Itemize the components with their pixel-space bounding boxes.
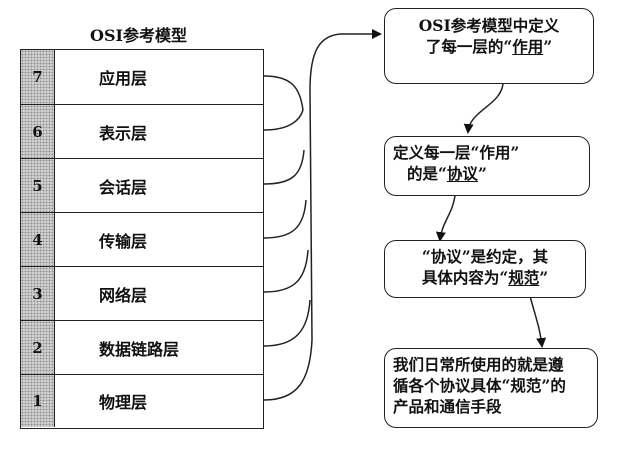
main-arrow [309, 29, 382, 341]
layer-1: 1 物理层 [21, 374, 263, 427]
box-line: “协议”是约定，其 [421, 247, 549, 266]
layer-number: 6 [21, 105, 55, 158]
layer-name: 传输层 [99, 231, 148, 251]
layer-name: 网络层 [99, 285, 148, 305]
layer-name: 表示层 [99, 123, 148, 143]
box-text: ” [477, 164, 487, 183]
brace-line-7 [263, 75, 304, 111]
box-line: 了每一层的“作用” [393, 36, 585, 57]
box-line: OSI参考模型中定义 [418, 16, 560, 35]
layer-number: 5 [21, 159, 55, 212]
osi-layer-stack: 7 应用层 6 表示层 5 会话层 4 传输层 3 网络层 2 数据链路层 1 … [20, 49, 264, 429]
box-text: ” [543, 37, 553, 56]
box-line: 定义每一层“作用” [393, 143, 520, 162]
layer-number: 4 [21, 213, 55, 266]
arrow-b2-b3 [435, 195, 456, 242]
layer-2: 2 数据链路层 [21, 320, 263, 374]
layer-name: 数据链路层 [99, 339, 180, 359]
brace-line-1 [263, 339, 313, 401]
info-box-products: 我们日常所使用的就是遵 循各个协议具体“规范”的 产品和通信手段 [384, 348, 598, 428]
box-line: 的是“协议” [393, 163, 581, 184]
layer-number: 7 [21, 50, 55, 104]
layer-number: 3 [21, 267, 55, 320]
arrow-b3-b4 [529, 295, 547, 348]
layer-5: 5 会话层 [21, 158, 263, 212]
arrow-b1-b2 [463, 83, 504, 134]
brace-line-4 [263, 199, 307, 239]
layer-6: 6 表示层 [21, 104, 263, 158]
brace-line-5 [263, 149, 305, 185]
info-box-purpose: OSI参考模型中定义 了每一层的“作用” [384, 8, 594, 84]
box-line: 具体内容为“规范” [393, 267, 577, 288]
box-line: 我们日常所使用的就是遵 [393, 355, 564, 374]
brace-line-6 [263, 109, 304, 131]
layer-7: 7 应用层 [21, 50, 263, 104]
layer-3: 3 网络层 [21, 266, 263, 320]
diagram-title: OSI参考模型 [90, 26, 187, 45]
emphasis-text: 规范 [508, 268, 540, 287]
layer-name: 会话层 [99, 177, 148, 197]
box-line: 循各个协议具体“规范”的 [393, 376, 566, 395]
layer-4: 4 传输层 [21, 212, 263, 266]
emphasis-text: 作用 [512, 37, 544, 56]
box-text: 了每一层的“ [425, 37, 513, 56]
brace-line-2 [263, 299, 311, 347]
box-text: 的是“ [407, 164, 447, 183]
layer-number: 1 [21, 375, 55, 427]
brace-line-3 [263, 249, 309, 293]
emphasis-text: 协议 [446, 164, 478, 183]
info-box-protocol: 定义每一层“作用” 的是“协议” [384, 136, 590, 196]
box-text: 具体内容为“ [421, 268, 509, 287]
box-text: ” [539, 268, 549, 287]
layer-name: 物理层 [99, 393, 148, 412]
layer-name: 应用层 [99, 69, 148, 88]
layer-number: 2 [21, 321, 55, 374]
box-line: 产品和通信手段 [393, 397, 502, 416]
info-box-specification: “协议”是约定，其 具体内容为“规范” [384, 240, 586, 298]
